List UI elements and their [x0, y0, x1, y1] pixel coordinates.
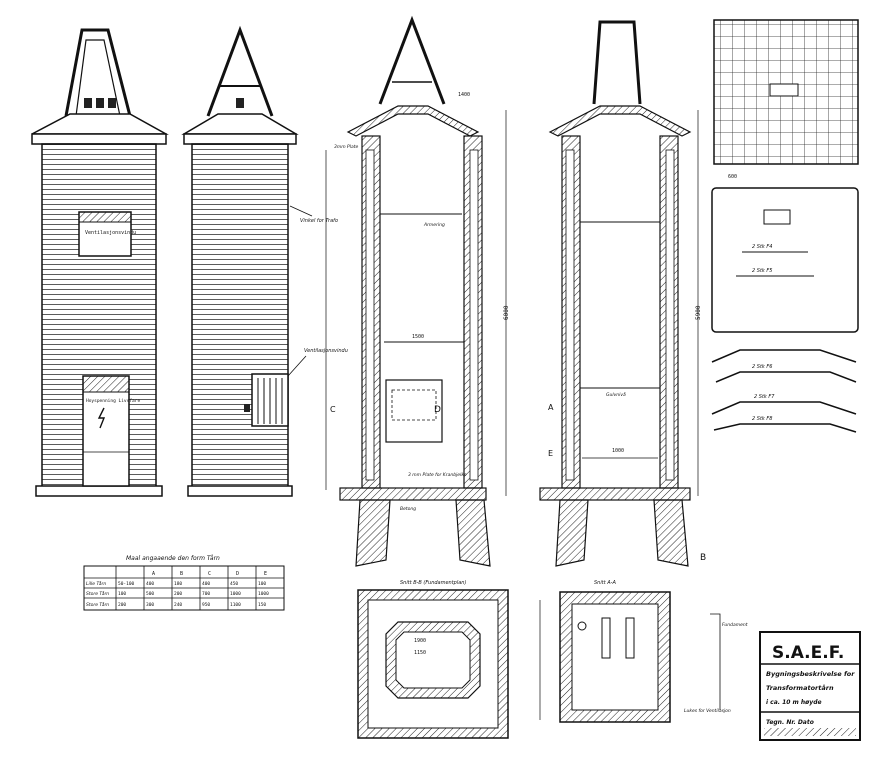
plan-note: Lukes for Ventilasjon [684, 708, 731, 714]
letter-a: A [548, 403, 554, 412]
table-cell: 180 [174, 581, 182, 587]
table-cell: 500 [146, 591, 154, 597]
title-line-1: Bygningsbeskrivelse for [766, 670, 855, 678]
title-line-3: i ca. 10 m høyde [766, 699, 822, 706]
table-cell: 700 [202, 591, 210, 597]
col-d: D [236, 571, 239, 577]
title-line-2: Transformatortårn [766, 683, 834, 692]
letter-b: B [700, 553, 706, 563]
table-cell: 50-100 [118, 581, 135, 587]
table-caption: Maal angaaende den form Tårn [126, 555, 220, 562]
door-warning-label: Hoyspenning Livsfare [86, 398, 140, 404]
title-line-4: Tegn. Nr. Dato [766, 719, 814, 726]
table-cell: 100 [118, 591, 126, 597]
col-e: E [264, 571, 267, 577]
section-width-dim: 1000 [612, 448, 624, 454]
side-elevation: Ventilasjonsvindu Vinkel for Trafo [181, 25, 348, 497]
row-2-name: Store Tårn [86, 590, 109, 597]
plate-detail: 2 Stk F4 2 Stk F5 [711, 187, 859, 333]
plan-label-1: Snitt B-B (Fundamentplan) [400, 580, 466, 586]
letter-c: C [330, 405, 336, 414]
detail-f8: 2 Stk F8 [752, 416, 772, 422]
total-height-dim-2: 5900 [695, 305, 702, 320]
foundation-plan: Snitt B-B (Fundamentplan) 1900 1150 [357, 580, 509, 739]
section-b: 1000 5900 A E B Gulvnivå [539, 20, 706, 567]
bottom-note: Betong [400, 506, 416, 512]
title-block: S.A.E.F. Bygningsbeskrivelse for Transfo… [759, 631, 861, 741]
col-b: B [180, 571, 183, 577]
plan-label-2: Snitt A-A [594, 580, 616, 586]
row-3-name: Store Tårn [86, 601, 109, 608]
dimension-table: Maal angaaende den form Tårn A B C D E L… [83, 555, 285, 611]
table-cell: 450 [230, 581, 238, 587]
table-cell: 1000 [258, 591, 269, 597]
detail-f7: 2 Stk F7 [754, 394, 775, 400]
floor-plan: Snitt A-A Lukes for Ventilasjon Fundamen… [539, 580, 748, 723]
section-a: D 1500 Armering 3 mm Plate for Kranbjelk… [325, 15, 510, 567]
letter-e: E [548, 449, 553, 458]
detail-f5: 2 Stk F5 [752, 268, 772, 274]
inside-note: Armering [423, 222, 445, 228]
letter-d: D [434, 405, 441, 415]
company-name: S.A.E.F. [772, 643, 844, 663]
lightning-icon [97, 407, 106, 429]
col-a: A [152, 571, 155, 577]
table-cell: 150 [258, 602, 266, 608]
row-1-name: Lille Tårn [86, 580, 106, 587]
plan-dim-1: 1900 [414, 638, 426, 644]
front-elevation: Ventilasjonsvindu Hoyspenning Livsfare [31, 28, 169, 497]
plan-dim-2: 1150 [414, 650, 426, 656]
floor-note: 3 mm Plate for Kranbjelke [408, 472, 467, 478]
table-cell: 200 [174, 591, 182, 597]
total-height-dim: 6000 [503, 305, 510, 320]
section-mid-dim: 1500 [412, 334, 424, 340]
ventilation-note: 3mm Plate [334, 144, 359, 150]
detail-f4: 2 Stk F4 [752, 244, 772, 250]
reinforcement-grid: 600 [713, 19, 859, 180]
table-cell: 240 [174, 602, 182, 608]
right-note: Fundament [722, 622, 748, 628]
col-c: C [208, 571, 211, 577]
table-cell: 400 [146, 581, 154, 587]
detail-f6: 2 Stk F6 [752, 364, 772, 370]
table-cell: 100 [258, 581, 266, 587]
table-cell: 300 [146, 602, 154, 608]
section-top-dim: 1400 [458, 92, 470, 98]
side-note: Vinkel for Trafo [300, 218, 338, 224]
grid-dim: 600 [728, 174, 737, 180]
table-cell: 200 [118, 602, 126, 608]
bent-bars: 2 Stk F6 2 Stk F7 2 Stk F8 [711, 349, 857, 433]
fund-note: Gulvnivå [606, 391, 626, 398]
table-cell: 1000 [230, 591, 241, 597]
window-label-front: Ventilasjonsvindu [85, 230, 136, 236]
table-cell: 1100 [230, 602, 241, 608]
table-cell: 400 [202, 581, 210, 587]
table-cell: 950 [202, 602, 210, 608]
